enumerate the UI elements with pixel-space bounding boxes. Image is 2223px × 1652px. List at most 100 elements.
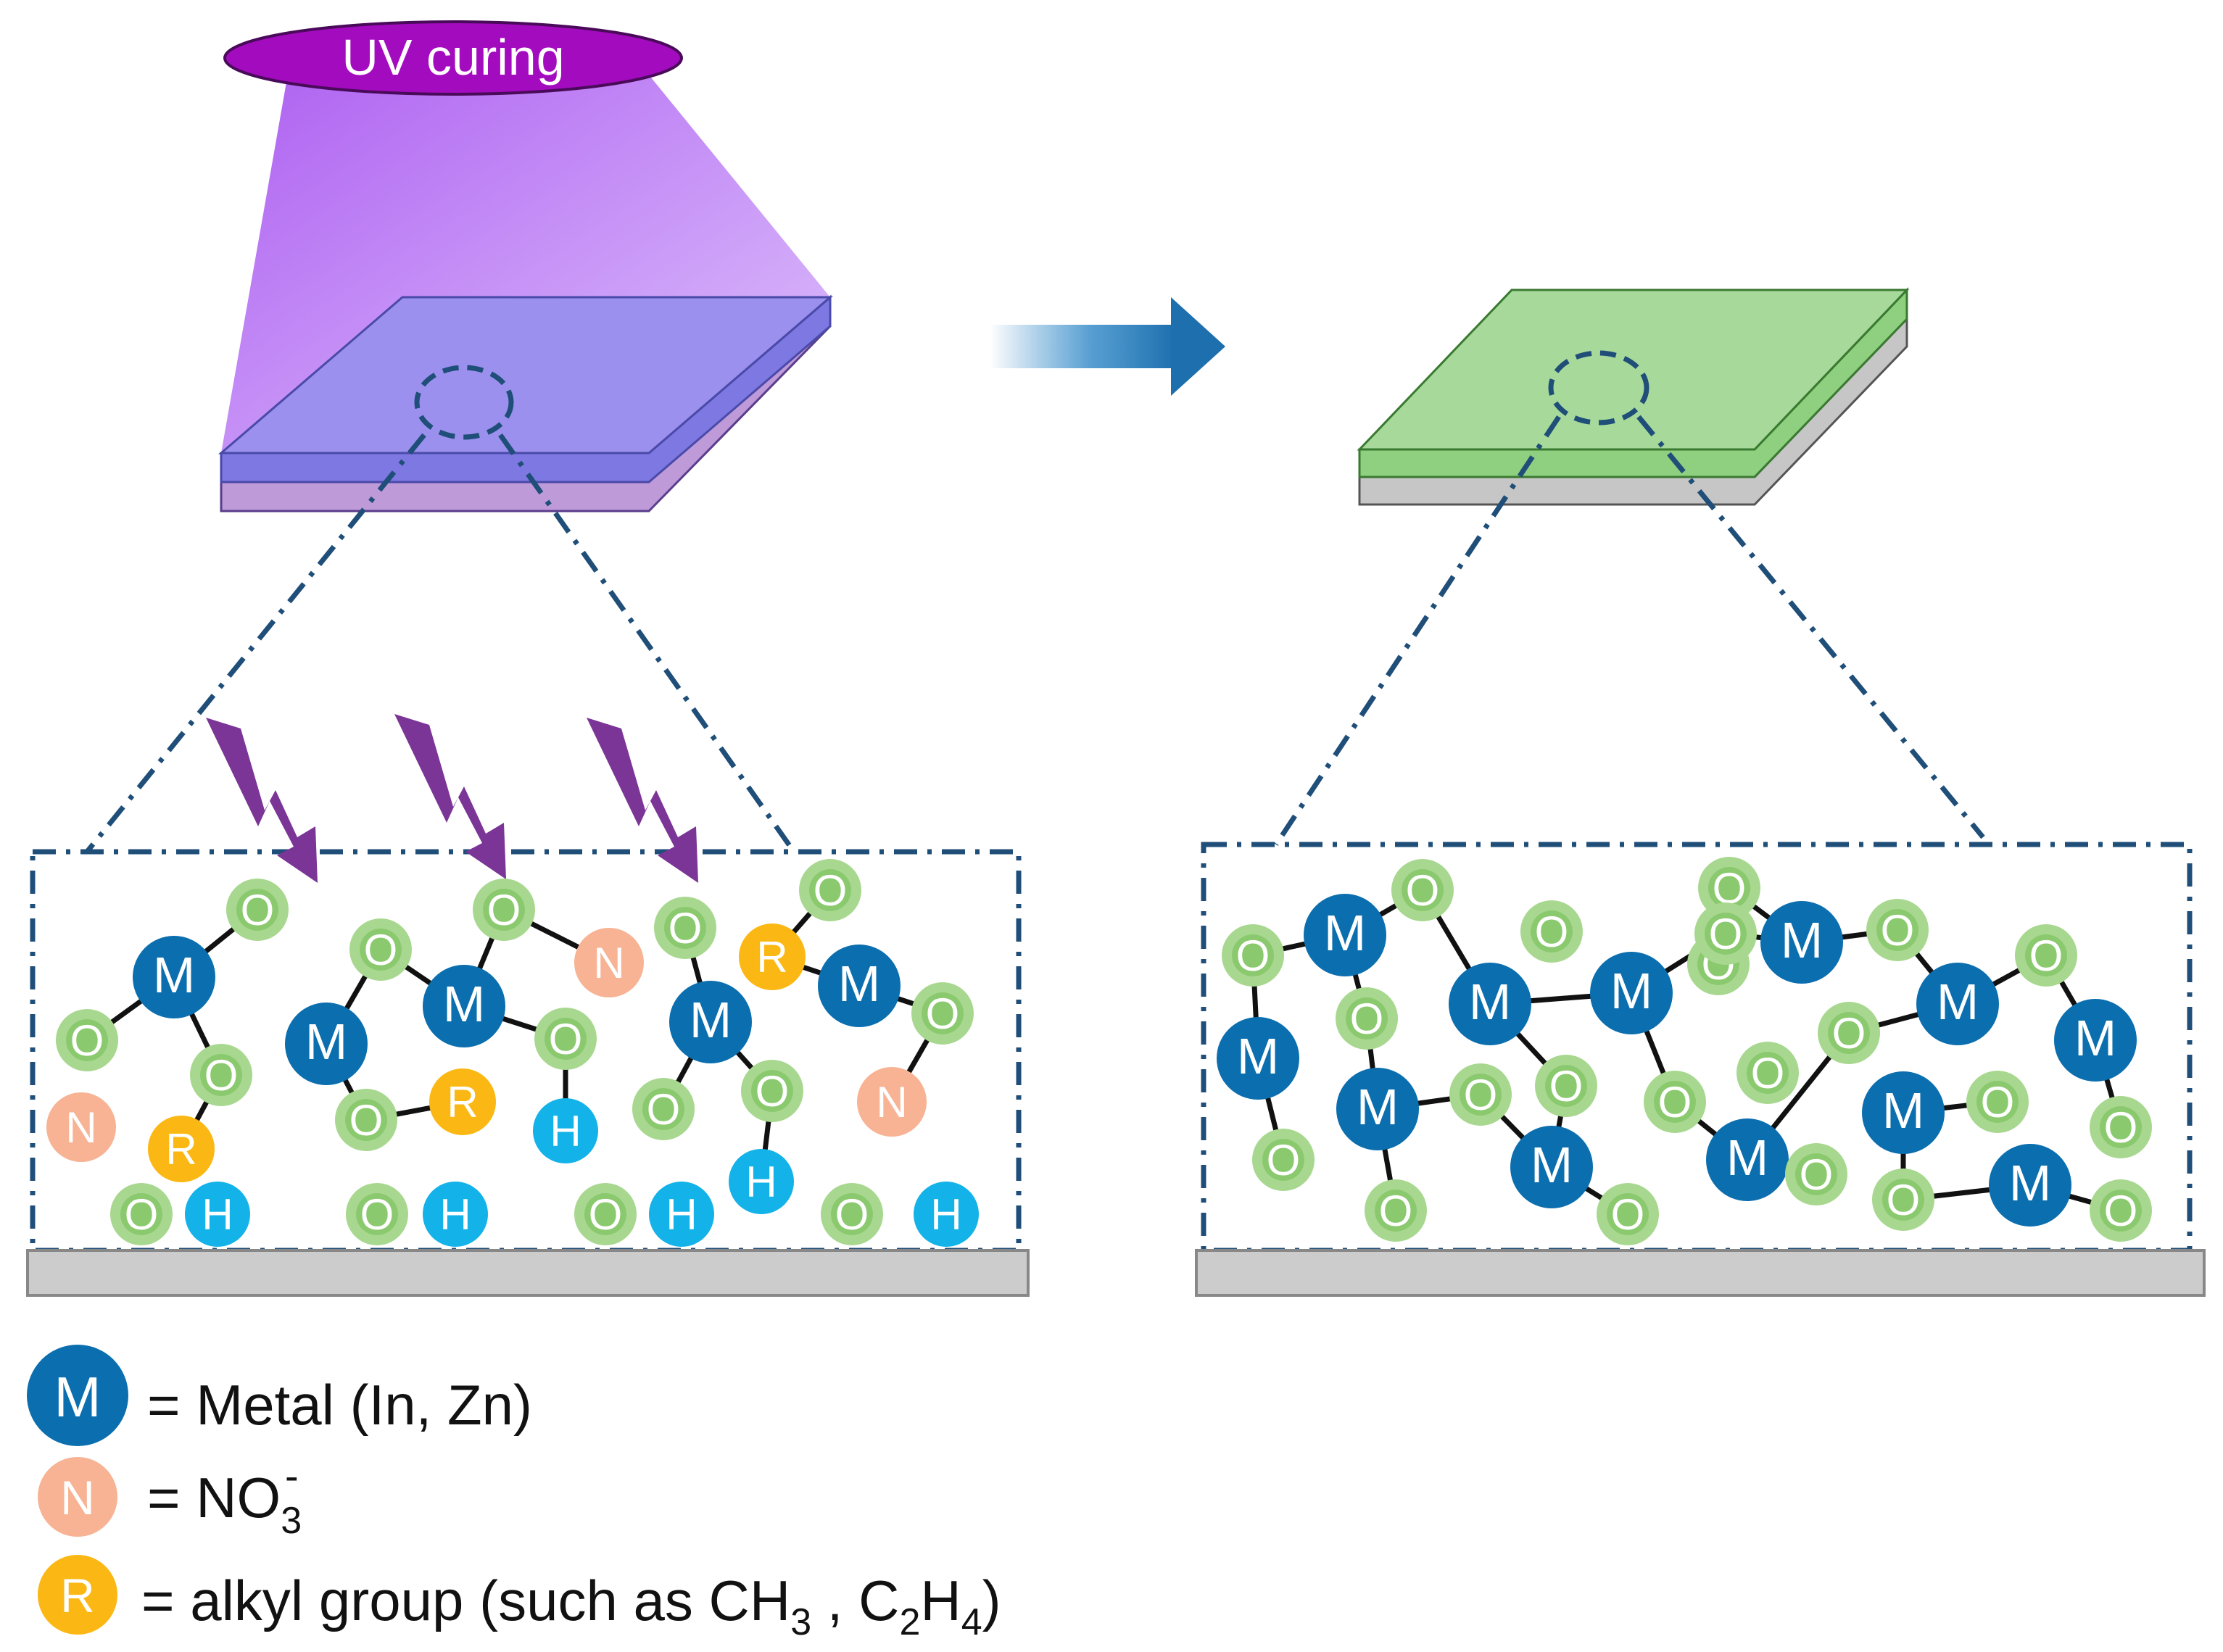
- after-atom-label: O: [1236, 931, 1270, 980]
- before-atom-oxygen: O: [534, 1008, 597, 1070]
- before-atom-hydrogen: H: [729, 1149, 794, 1214]
- legend-nitrate-symbol: N: [60, 1471, 95, 1524]
- after-atom-label: O: [1832, 1009, 1866, 1058]
- before-atom-oxygen: O: [821, 1183, 883, 1245]
- after-atom-label: O: [1406, 866, 1440, 915]
- after-atom-oxygen: O: [1694, 902, 1757, 965]
- before-atom-label: O: [125, 1190, 159, 1239]
- before-atom-oxygen: O: [110, 1183, 173, 1245]
- before-atom-oxygen: O: [346, 1183, 408, 1245]
- before-atom-hydrogen: H: [533, 1098, 598, 1163]
- after-atom-label: M: [1357, 1079, 1399, 1135]
- after-atom-label: O: [1535, 908, 1569, 956]
- after-atom-label: O: [1379, 1187, 1413, 1235]
- after-atom-metal: M: [1304, 894, 1386, 976]
- before-atom-oxygen: O: [473, 879, 535, 941]
- before-atom-label: O: [756, 1067, 790, 1116]
- before-atom-metal: M: [133, 936, 215, 1018]
- after-atom-label: O: [1267, 1136, 1301, 1184]
- legend-nitrate-sup: -: [285, 1453, 299, 1498]
- after-atom-label: M: [1237, 1028, 1279, 1084]
- before-atom-label: O: [364, 926, 398, 974]
- legend-nitrate-item: N = NO3 -: [38, 1453, 302, 1542]
- uv-lamp-pill: [223, 20, 683, 96]
- after-atom-oxygen: O: [1872, 1169, 1934, 1231]
- before-atom-label: H: [550, 1107, 581, 1155]
- after-atom-label: M: [1610, 963, 1652, 1019]
- before-atom-label: M: [305, 1013, 347, 1070]
- before-atom-label: O: [349, 1096, 384, 1145]
- before-atom-label: O: [70, 1016, 104, 1065]
- svg-text:= NO3: = NO3: [147, 1466, 302, 1542]
- before-atom-oxygen: O: [335, 1089, 397, 1151]
- svg-text:= alkyl group (such as CH3 , C: = alkyl group (such as CH3 , C2H4): [141, 1569, 1001, 1643]
- after-atom-metal: M: [2054, 999, 2137, 1082]
- substrate-after: [1195, 1249, 2206, 1297]
- before-atom-hydrogen: H: [423, 1182, 488, 1247]
- after-atom-label: M: [2074, 1010, 2116, 1066]
- before-atom-label: H: [666, 1190, 697, 1239]
- after-atom-metal: M: [1706, 1118, 1789, 1201]
- after-atom-label: M: [1324, 905, 1366, 961]
- after-atom-label: M: [1469, 974, 1511, 1030]
- legend-metal-symbol: M: [54, 1365, 102, 1429]
- before-atom-label: H: [439, 1190, 471, 1239]
- before-atom-label: O: [360, 1190, 394, 1239]
- after-atom-metal: M: [1590, 952, 1673, 1034]
- before-atom-label: O: [668, 904, 703, 952]
- before-atom-nitrate: N: [857, 1067, 927, 1137]
- before-atom-metal: M: [669, 981, 752, 1063]
- before-atom-label: O: [814, 866, 848, 915]
- right-arrow-icon: [990, 297, 1225, 396]
- before-atom-label: N: [65, 1103, 96, 1152]
- after-atom-label: O: [1464, 1071, 1498, 1119]
- zoom-circle-after: [1548, 350, 1649, 426]
- before-atom-label: O: [926, 989, 960, 1038]
- after-atom-oxygen: O: [1252, 1129, 1315, 1191]
- before-atom-label: H: [202, 1190, 233, 1239]
- legend-nitrate-text: = NO: [147, 1466, 281, 1529]
- film-after: [1357, 287, 1910, 506]
- legend-metal-swatch: [27, 1345, 128, 1446]
- before-atom-label: N: [593, 939, 624, 987]
- before-atom-label: O: [589, 1190, 623, 1239]
- after-atom-label: O: [1887, 1176, 1921, 1224]
- after-atom-label: M: [1531, 1137, 1573, 1193]
- before-atom-label: O: [487, 886, 521, 934]
- after-atom-metal: M: [1217, 1017, 1299, 1100]
- before-atom-label: O: [835, 1190, 869, 1239]
- legend-nitrate-swatch: [38, 1457, 117, 1537]
- before-atom-oxygen: O: [911, 982, 974, 1045]
- before-atom-hydrogen: H: [914, 1182, 979, 1247]
- after-atom-label: M: [1781, 912, 1823, 968]
- after-atom-label: O: [1881, 906, 1915, 955]
- after-atom-label: O: [1549, 1062, 1584, 1111]
- before-atom-alkyl: R: [148, 1116, 215, 1182]
- after-atom-metal: M: [1989, 1144, 2071, 1226]
- before-atom-oxygen: O: [574, 1183, 637, 1245]
- before-atom-nitrate: N: [574, 928, 644, 997]
- before-atom-metal: M: [423, 965, 505, 1047]
- after-atom-metal: M: [1449, 963, 1531, 1045]
- after-atom-label: O: [1611, 1190, 1645, 1239]
- legend-alkyl-swatch: [38, 1555, 117, 1635]
- legend-metal-text: = Metal (In, Zn): [147, 1373, 532, 1437]
- zoom-circle-before: [414, 365, 514, 440]
- after-atom-label: O: [1658, 1078, 1692, 1126]
- before-atom-hydrogen: H: [185, 1182, 250, 1247]
- before-atom-oxygen: O: [654, 897, 716, 959]
- after-atom-oxygen: O: [1644, 1071, 1706, 1133]
- after-atom-oxygen: O: [2090, 1179, 2152, 1242]
- legend: M = Metal (In, Zn) N = NO3 - R = alkyl g…: [27, 1345, 1001, 1643]
- after-atom-oxygen: O: [1336, 987, 1398, 1050]
- before-atom-label: H: [745, 1158, 777, 1206]
- before-atom-label: H: [930, 1190, 961, 1239]
- after-atom-oxygen: O: [1391, 859, 1454, 921]
- after-atom-label: O: [2029, 931, 2063, 980]
- after-atom-oxygen: O: [1698, 857, 1760, 919]
- before-atom-oxygen: O: [56, 1009, 118, 1071]
- before-atom-label: M: [443, 976, 485, 1032]
- after-atom-label: M: [1726, 1129, 1768, 1186]
- after-atom-metal: M: [1510, 1126, 1593, 1208]
